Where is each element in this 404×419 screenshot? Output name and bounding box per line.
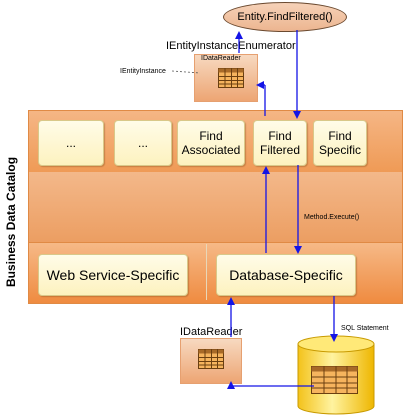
database-tile: Database-Specific bbox=[216, 254, 356, 296]
sql-statement-label: SQL Statement bbox=[341, 325, 389, 332]
middle-band bbox=[28, 172, 403, 242]
entity-instance-pointer bbox=[171, 70, 201, 74]
entity-call-label: Entity.FindFiltered() bbox=[237, 11, 333, 23]
enumerator-reader-label: IDataReader bbox=[201, 55, 241, 62]
method-tile-label: ... bbox=[137, 136, 148, 150]
entity-instance-label: IEntityInstance bbox=[120, 68, 166, 75]
data-table-icon bbox=[198, 349, 224, 369]
band-divider bbox=[206, 244, 207, 300]
enumerator-label: IEntityInstanceEnumerator bbox=[166, 40, 296, 52]
method-tile-find-specific: Find Specific bbox=[313, 120, 367, 166]
method-tile-label: ... bbox=[65, 136, 76, 150]
method-tile-more-2: ... bbox=[114, 120, 172, 166]
flow-arrows bbox=[227, 30, 338, 389]
method-tile-find-associated: Find Associated bbox=[177, 120, 245, 166]
database-icon bbox=[297, 335, 375, 415]
method-tile-find-filtered: Find Filtered bbox=[253, 120, 307, 166]
enumerator-reader-box: IDataReader bbox=[194, 54, 258, 102]
web-service-tile: Web Service-Specific bbox=[38, 254, 188, 296]
web-service-label: Web Service-Specific bbox=[46, 267, 180, 283]
method-tile-more-1: ... bbox=[38, 120, 104, 166]
entity-call-ellipse: Entity.FindFiltered() bbox=[223, 2, 347, 32]
method-execute-label: Method.Execute() bbox=[304, 214, 360, 221]
database-label: Database-Specific bbox=[229, 267, 343, 283]
bottom-reader-label: IDataReader bbox=[180, 326, 243, 338]
bottom-reader-box bbox=[180, 338, 242, 384]
data-table-icon bbox=[218, 68, 244, 88]
method-tile-label: Find Specific bbox=[318, 129, 362, 157]
method-tile-label: Find Filtered bbox=[259, 129, 300, 157]
method-tile-label: Find Associated bbox=[181, 129, 241, 157]
